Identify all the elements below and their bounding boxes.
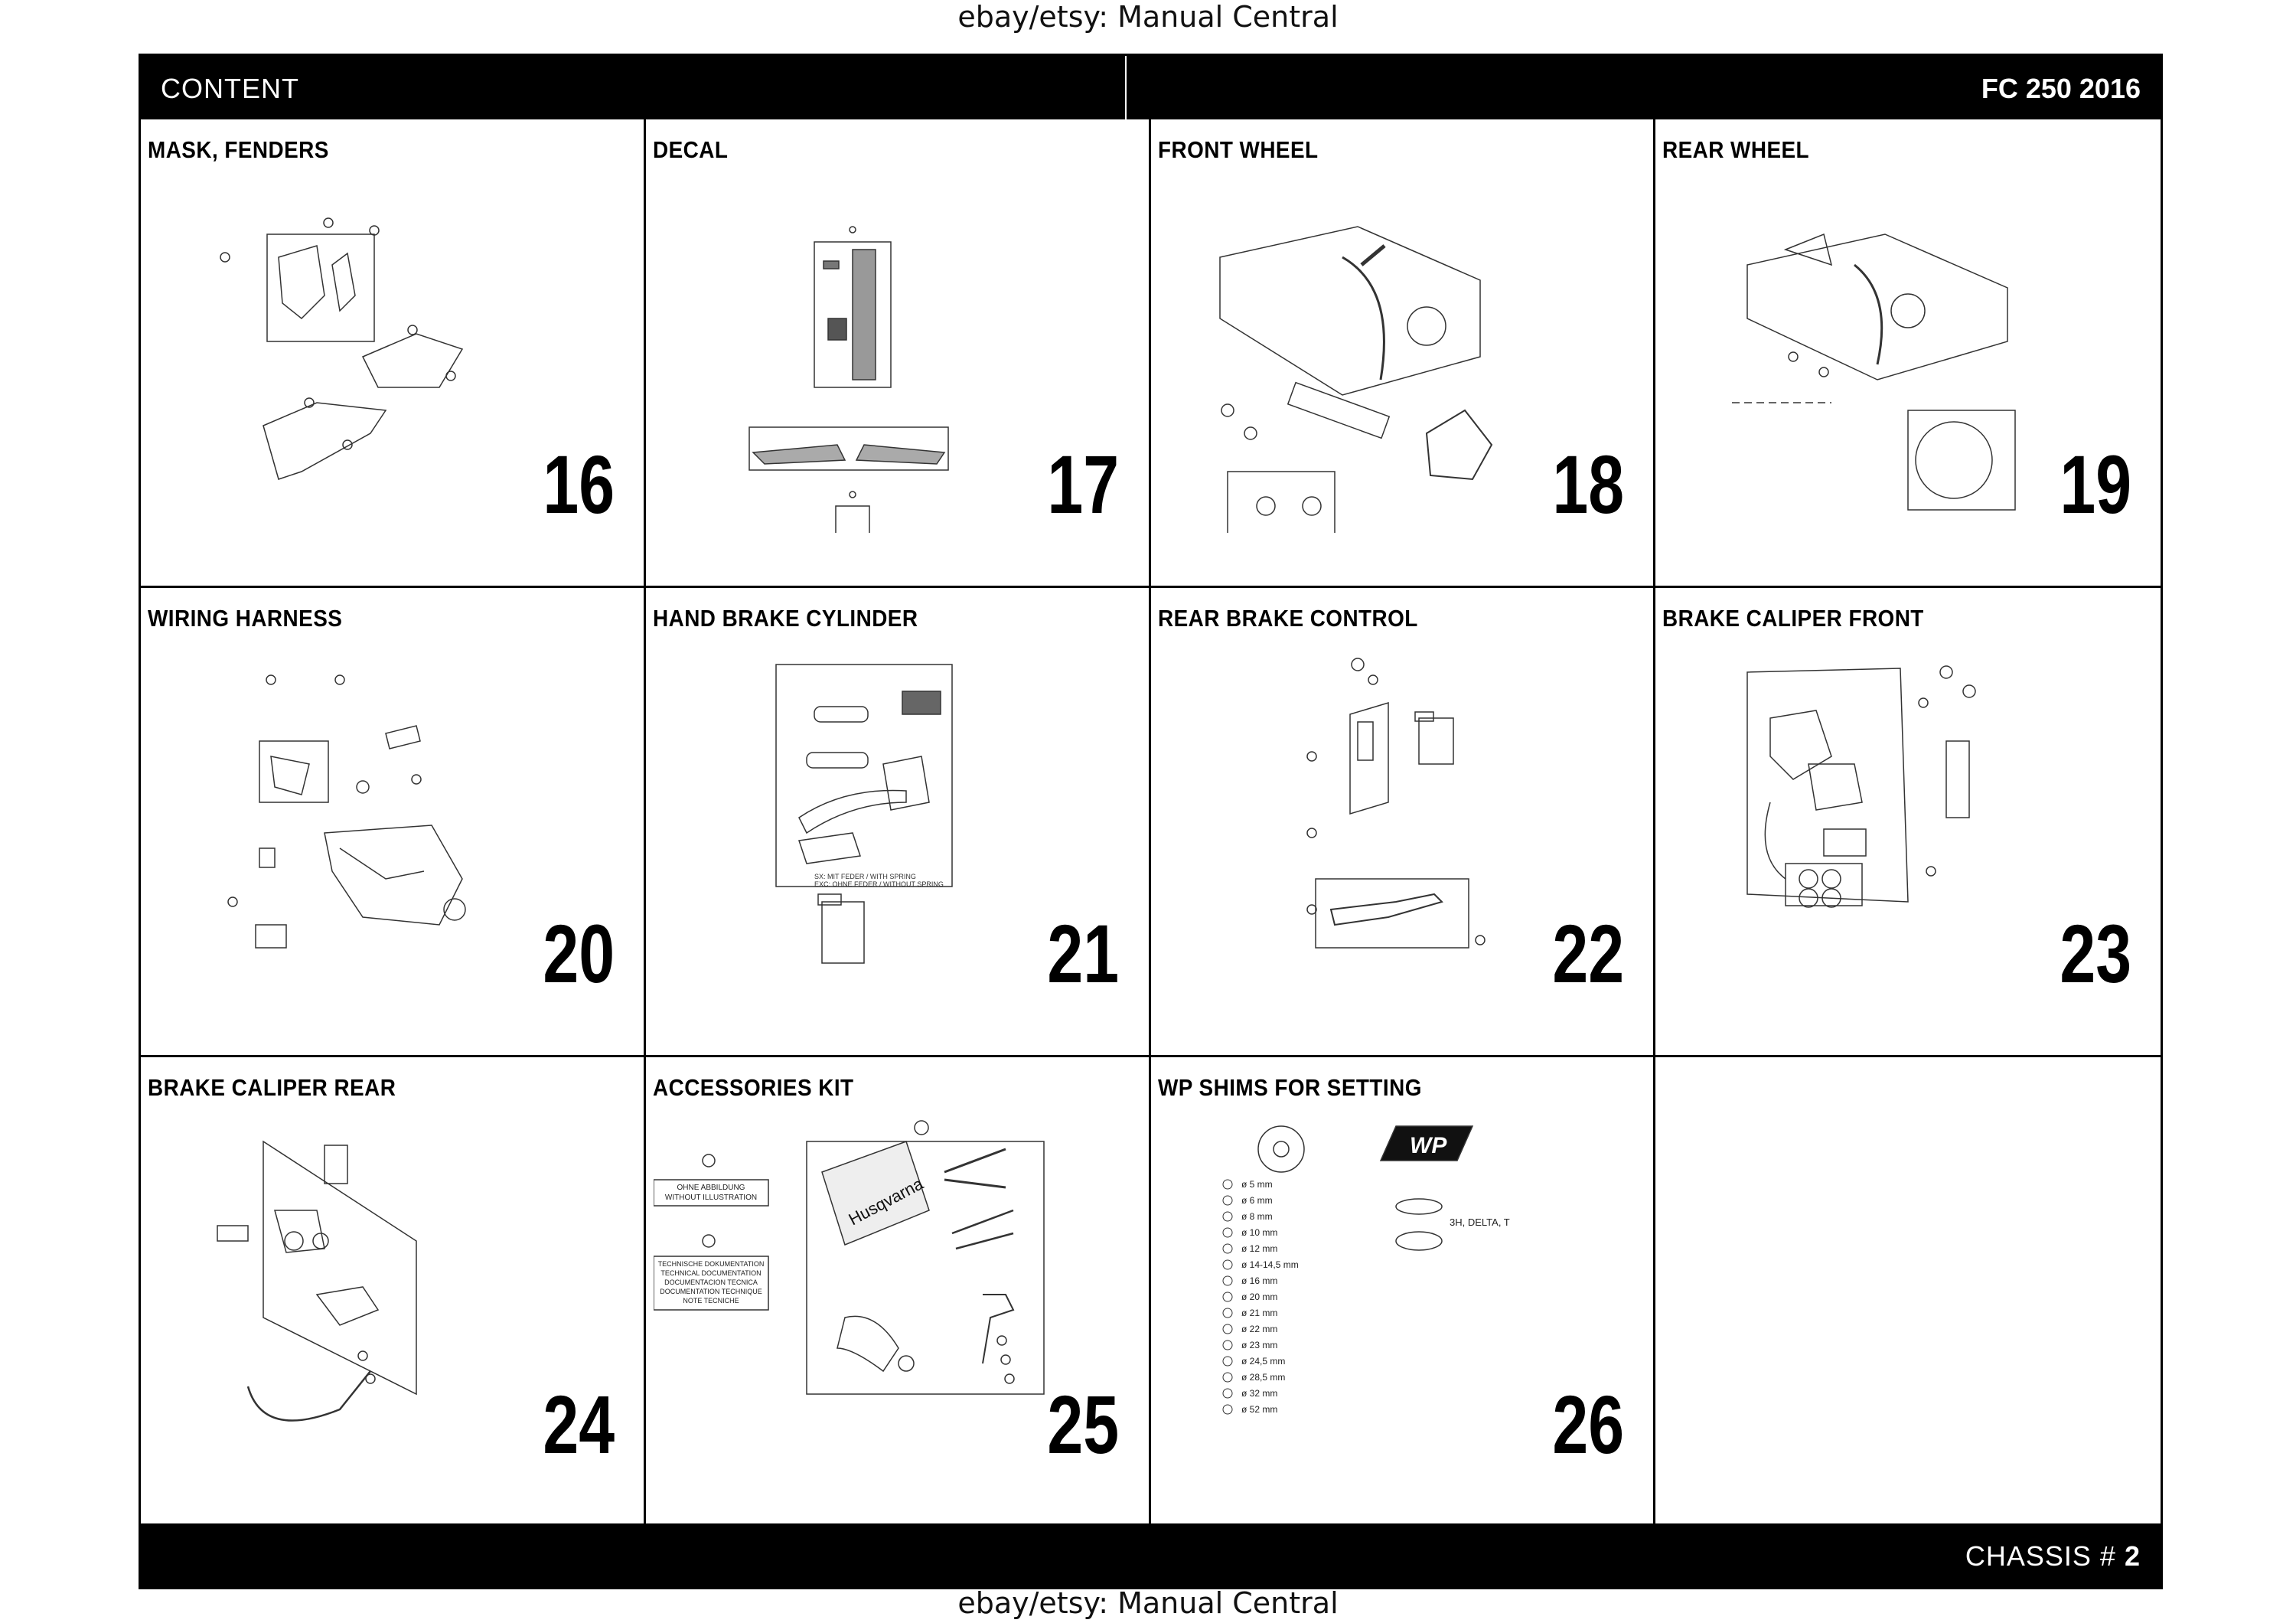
cell-title: WIRING HARNESS bbox=[148, 605, 343, 632]
shim-size-label: ø 20 mm bbox=[1241, 1292, 1277, 1302]
page-number: 16 bbox=[543, 438, 615, 531]
shim-size-label: ø 21 mm bbox=[1241, 1308, 1277, 1318]
shims-note: 3H, DELTA, T bbox=[1450, 1216, 1510, 1228]
contents-grid: MASK, FENDERS 16 DECAL bbox=[141, 119, 2161, 1526]
shim-marker bbox=[1223, 1324, 1232, 1334]
page-number: 21 bbox=[1047, 906, 1120, 1000]
page-number: 19 bbox=[2060, 438, 2131, 531]
cell-title: DECAL bbox=[652, 136, 729, 163]
shim-marker bbox=[1223, 1341, 1232, 1350]
rear-wheel-illustration bbox=[1701, 181, 2038, 533]
shim-size-label: ø 14-14,5 mm bbox=[1241, 1259, 1299, 1270]
spring-note-2: EXC: OHNE FEDER / WITHOUT SPRING bbox=[814, 880, 944, 888]
docs-label-1: TECHNISCHE DOKUMENTATION bbox=[657, 1260, 764, 1268]
wp-logo: WP bbox=[1410, 1133, 1447, 1158]
cell-title: REAR BRAKE CONTROL bbox=[1157, 605, 1418, 632]
content-cell-wp-shims[interactable]: WP SHIMS FOR SETTING WP 3H, DELTA, T ø 5… bbox=[1151, 1056, 1656, 1526]
shim-marker bbox=[1223, 1180, 1232, 1189]
content-cell-hand-brake-cylinder[interactable]: HAND BRAKE CYLINDER SX: MIT FEDER / WITH… bbox=[645, 588, 1151, 1057]
watermark-top: ebay/etsy: Manual Central bbox=[957, 0, 1339, 34]
shim-size-label: ø 22 mm bbox=[1241, 1324, 1277, 1334]
shims-size-list: ø 5 mm ø 6 mm ø 8 mm ø 10 mm ø 12 mm ø 14-14,… bbox=[1223, 1179, 1299, 1415]
content-label: CONTENT bbox=[161, 73, 299, 104]
no-illustration-label-2: WITHOUT ILLUSTRATION bbox=[665, 1194, 757, 1202]
wiring-harness-illustration bbox=[187, 649, 523, 1001]
docs-label-4: DOCUMENTATION TECHNIQUE bbox=[660, 1288, 762, 1295]
page-number: 17 bbox=[1047, 438, 1120, 531]
accessories-kit-illustration: OHNE ABBILDUNG WITHOUT ILLUSTRATION TECH… bbox=[654, 1118, 1052, 1471]
chassis-page-number: 2 bbox=[2124, 1540, 2141, 1572]
content-cell-brake-caliper-front[interactable]: BRAKE CALIPER FRONT 23 bbox=[1655, 588, 2161, 1057]
model-label: FC 250 2016 bbox=[1981, 73, 2141, 104]
page-number: 26 bbox=[1552, 1377, 1625, 1471]
content-cell-decal[interactable]: DECAL 17 bbox=[645, 119, 1151, 589]
shim-marker bbox=[1223, 1196, 1232, 1205]
shim-marker bbox=[1223, 1244, 1232, 1253]
contents-frame: CONTENT FC 250 2016 MASK, FENDERS 16 bbox=[139, 54, 2163, 1589]
chassis-page-label: CHASSIS # 2 bbox=[1965, 1540, 2141, 1572]
shim-size-label: ø 23 mm bbox=[1241, 1340, 1277, 1350]
docs-label-3: DOCUMENTACION TECNICA bbox=[664, 1278, 758, 1286]
shim-size-label: ø 12 mm bbox=[1241, 1243, 1277, 1254]
page-number: 25 bbox=[1047, 1377, 1120, 1471]
shim-marker bbox=[1223, 1357, 1232, 1366]
content-cell-mask-fenders[interactable]: MASK, FENDERS 16 bbox=[141, 119, 646, 589]
shim-size-label: ø 24,5 mm bbox=[1241, 1356, 1285, 1367]
docs-label-5: NOTE TECNICHE bbox=[683, 1297, 739, 1305]
page-number: 24 bbox=[543, 1377, 615, 1471]
page-number: 23 bbox=[2060, 906, 2131, 1000]
shim-size-label: ø 8 mm bbox=[1241, 1211, 1273, 1222]
header-bar: CONTENT FC 250 2016 bbox=[141, 56, 2161, 119]
shim-marker bbox=[1223, 1308, 1232, 1318]
wp-shims-illustration: WP 3H, DELTA, T ø 5 mm ø 6 mm ø 8 mm ø 10 m… bbox=[1212, 1118, 1510, 1415]
watermark-bottom: ebay/etsy: Manual Central bbox=[957, 1586, 1339, 1620]
shim-size-label: ø 10 mm bbox=[1241, 1227, 1277, 1238]
hand-brake-cylinder-illustration: SX: MIT FEDER / WITH SPRING EXC: OHNE FE… bbox=[692, 649, 1029, 1001]
content-cell-empty bbox=[1655, 1057, 2161, 1526]
decal-illustration bbox=[692, 181, 1029, 533]
spring-note-1: SX: MIT FEDER / WITH SPRING bbox=[814, 873, 916, 880]
docs-label-2: TECHNICAL DOCUMENTATION bbox=[660, 1269, 761, 1277]
header-divider bbox=[1125, 56, 1127, 119]
shim-marker bbox=[1223, 1228, 1232, 1237]
cell-title: WP SHIMS FOR SETTING bbox=[1157, 1073, 1422, 1101]
cell-title: MASK, FENDERS bbox=[148, 136, 329, 163]
rear-brake-control-illustration bbox=[1197, 649, 1534, 1001]
mask-fenders-illustration bbox=[187, 181, 523, 533]
cell-title: BRAKE CALIPER FRONT bbox=[1662, 605, 1925, 632]
content-cell-front-wheel[interactable]: FRONT WHEEL 18 bbox=[1150, 119, 1656, 589]
brake-caliper-rear-illustration bbox=[187, 1118, 523, 1471]
page-number: 22 bbox=[1552, 906, 1625, 1000]
shim-marker bbox=[1223, 1373, 1232, 1382]
shim-size-label: ø 5 mm bbox=[1241, 1179, 1273, 1190]
brake-caliper-front-illustration bbox=[1701, 649, 2038, 1001]
shim-marker bbox=[1223, 1405, 1232, 1414]
content-cell-rear-brake-control[interactable]: REAR BRAKE CONTROL 22 bbox=[1150, 588, 1656, 1057]
footer-bar: CHASSIS # 2 bbox=[141, 1523, 2161, 1587]
shim-size-label: ø 28,5 mm bbox=[1241, 1372, 1285, 1383]
chassis-section-label: CHASSIS # bbox=[1965, 1540, 2116, 1572]
content-cell-accessories-kit[interactable]: ACCESSORIES KIT OHNE ABBILDUNG WITHOUT I… bbox=[646, 1056, 1151, 1526]
no-illustration-label-1: OHNE ABBILDUNG bbox=[677, 1184, 745, 1192]
shim-size-label: ø 32 mm bbox=[1241, 1388, 1277, 1399]
page-number: 20 bbox=[543, 906, 615, 1000]
shim-marker bbox=[1223, 1389, 1232, 1398]
content-cell-rear-wheel[interactable]: REAR WHEEL 19 bbox=[1655, 119, 2161, 589]
shim-marker bbox=[1223, 1276, 1232, 1285]
cell-title: FRONT WHEEL bbox=[1157, 136, 1319, 163]
page-number: 18 bbox=[1552, 438, 1625, 531]
shim-marker bbox=[1223, 1292, 1232, 1301]
shim-marker bbox=[1223, 1212, 1232, 1221]
cell-title: HAND BRAKE CYLINDER bbox=[652, 605, 918, 632]
shim-size-label: ø 6 mm bbox=[1241, 1195, 1273, 1206]
shim-size-label: ø 16 mm bbox=[1241, 1275, 1277, 1286]
shim-marker bbox=[1223, 1260, 1232, 1269]
shim-size-label: ø 52 mm bbox=[1241, 1404, 1277, 1415]
front-wheel-illustration bbox=[1197, 181, 1534, 533]
cell-title: REAR WHEEL bbox=[1662, 136, 1810, 163]
cell-title: BRAKE CALIPER REAR bbox=[148, 1073, 396, 1101]
content-cell-wiring-harness[interactable]: WIRING HARNESS 20 bbox=[141, 588, 646, 1057]
cell-title: ACCESSORIES KIT bbox=[652, 1073, 854, 1101]
content-cell-brake-caliper-rear[interactable]: BRAKE CALIPER REAR 24 bbox=[141, 1056, 646, 1526]
